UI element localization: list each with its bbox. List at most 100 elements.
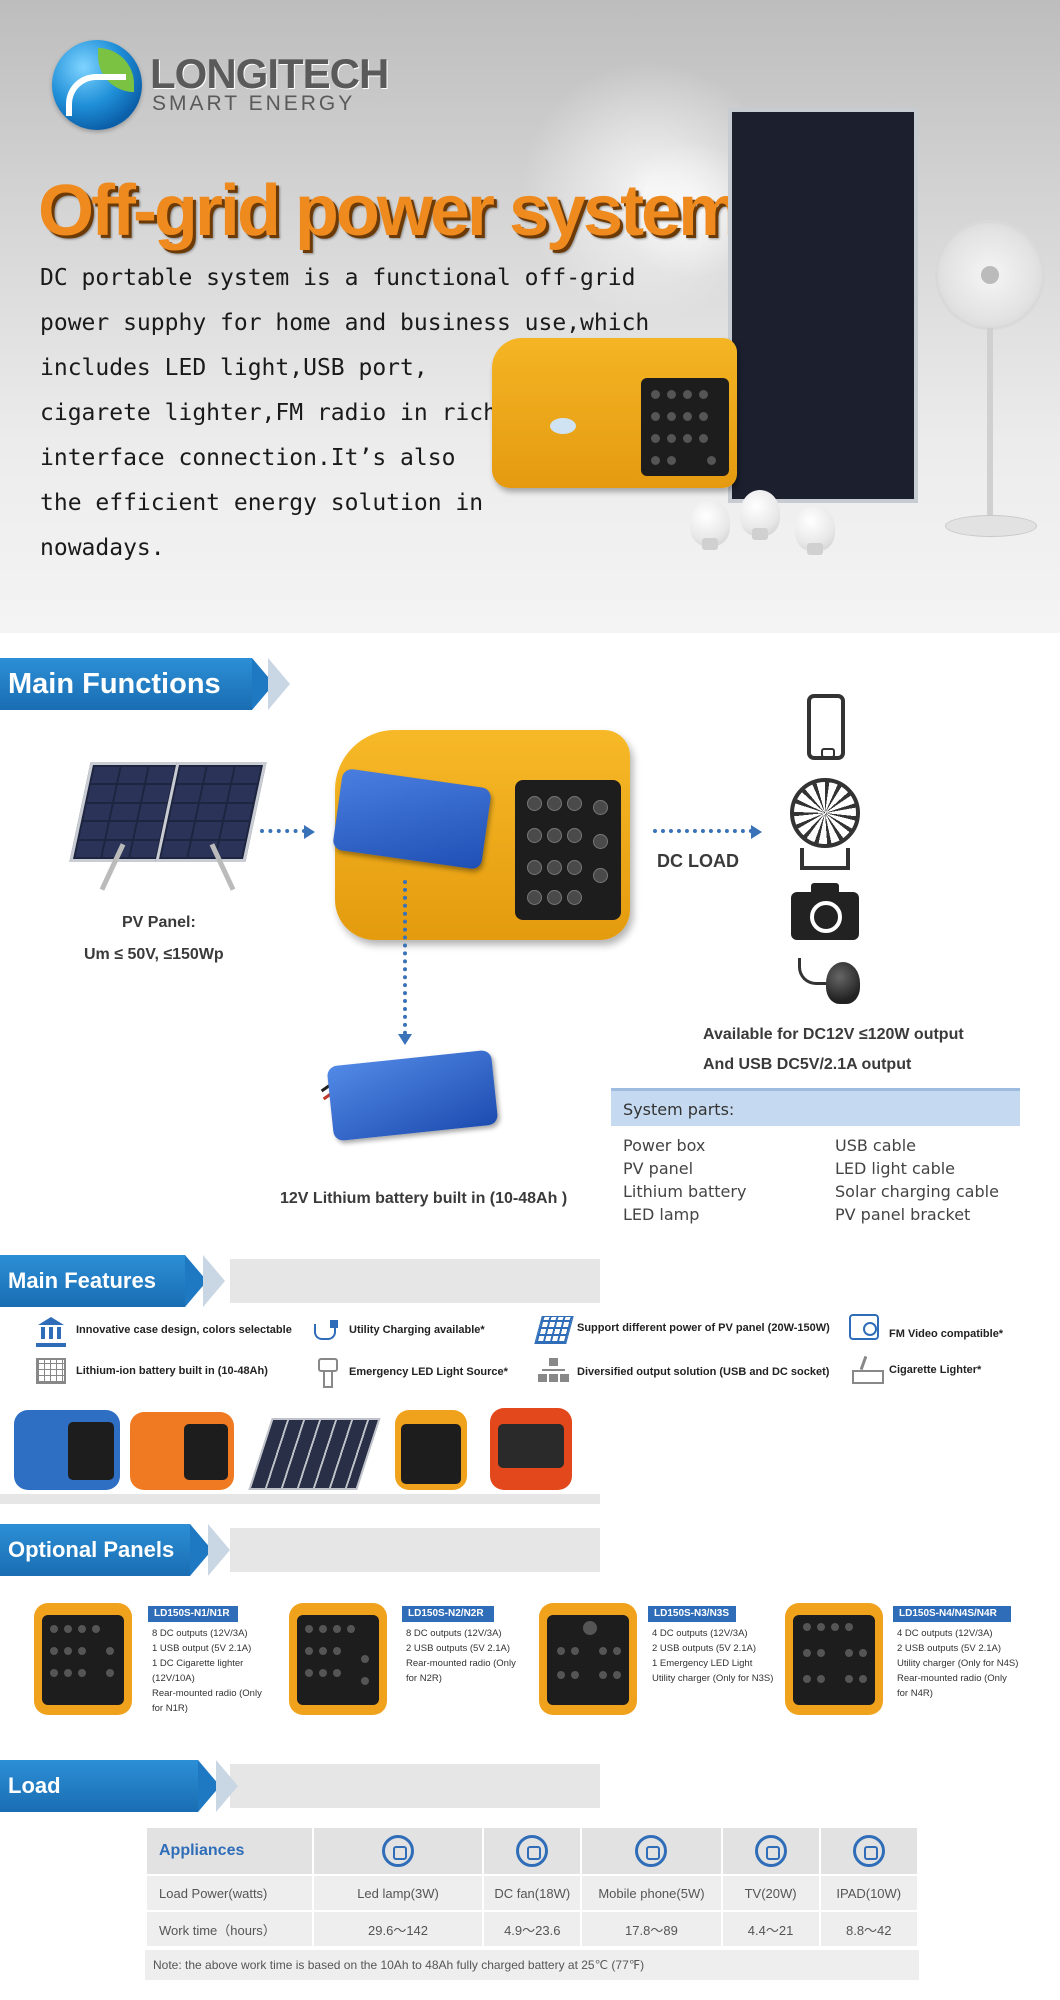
model-spec: 1 Emergency LED Light <box>652 1658 753 1669</box>
table-cell: Mobile phone(5W) <box>580 1874 723 1912</box>
solar-panel-icon <box>534 1316 574 1344</box>
table-icon-cell <box>818 1826 920 1876</box>
lithium-battery-image <box>326 1049 499 1142</box>
product-red-image <box>490 1408 572 1490</box>
system-part-item: USB cable <box>835 1136 916 1155</box>
table-cell: TV(20W) <box>720 1874 821 1912</box>
arrowhead-icon <box>751 825 762 839</box>
model-name-tag: LD150S-N4/N4S/N4R <box>893 1606 1011 1622</box>
description-line: includes LED light,USB port, <box>40 355 428 381</box>
model-spec-list: 4 DC outputs (12V/3A) 2 USB outputs (5V … <box>897 1626 1022 1701</box>
fan-base-icon <box>800 848 850 870</box>
model-spec: 4 DC outputs (12V/3A) <box>897 1628 993 1639</box>
solar-panel-image <box>248 1418 381 1490</box>
table-header-row: Appliances <box>145 1826 920 1876</box>
model-spec: for N2R) <box>406 1673 442 1684</box>
standing-fan-image <box>935 220 1045 550</box>
model-spec: 2 USB outputs (5V 2.1A) <box>652 1643 757 1654</box>
model-spec: (12V/10A) <box>152 1673 195 1684</box>
appliances-header: Appliances <box>145 1826 314 1876</box>
load-consumption-banner: Load Consumption <box>0 1760 600 1850</box>
flow-arrow <box>653 829 753 833</box>
feature-item: Cigarette Lighter* <box>889 1364 982 1376</box>
feature-item: Innovative case design, colors selectabl… <box>76 1324 292 1336</box>
panel-model-image <box>34 1603 132 1715</box>
feature-item: Support different power of PV panel (20W… <box>577 1322 830 1334</box>
ipad-icon <box>852 1835 885 1867</box>
hero-description: DC portable system is a functional off-g… <box>40 256 680 571</box>
fan-icon <box>790 778 860 848</box>
description-line: power supphy for home and business use,w… <box>40 310 650 336</box>
model-spec: Rear-mounted radio (Only <box>406 1658 516 1669</box>
mobile-phone-icon <box>635 1835 668 1867</box>
arrowhead-icon <box>304 825 315 839</box>
battery-label: 12V Lithium battery built in (10-48Ah ) <box>280 1190 568 1207</box>
system-part-item: Solar charging cable <box>835 1182 999 1201</box>
feature-item: Utility Charging available* <box>349 1324 485 1336</box>
section-heading: Load Consumption <box>0 1760 198 1850</box>
led-bulb-image <box>795 505 835 555</box>
description-line: DC portable system is a functional off-g… <box>40 265 636 291</box>
system-part-item: PV panel bracket <box>835 1205 971 1224</box>
table-row: Load Power(watts) Led lamp(3W) DC fan(18… <box>145 1874 920 1912</box>
table-row: Work time（hours） 29.6～142 4.9～23.6 17.8～… <box>145 1910 920 1948</box>
panel-model-image <box>785 1603 883 1715</box>
network-icon <box>538 1358 569 1384</box>
product-blue-image <box>14 1410 120 1490</box>
lamp-icon <box>382 1835 415 1867</box>
product-orange-image <box>130 1412 234 1490</box>
section-heading: Main Functions <box>0 658 252 710</box>
model-spec: 8 DC outputs (12V/3A) <box>406 1628 502 1639</box>
system-part-item: Lithium battery <box>623 1182 747 1201</box>
section-heading: Optional Panels <box>0 1524 190 1576</box>
table-cell: 8.8～42 <box>818 1910 920 1948</box>
model-spec: 1 USB output (5V 2.1A) <box>152 1643 252 1654</box>
model-spec-list: 4 DC outputs (12V/3A) 2 USB outputs (5V … <box>652 1626 777 1686</box>
pv-panel-image <box>69 762 267 892</box>
brand-name: LONGITECH <box>150 50 389 97</box>
brand-logo-icon <box>52 40 142 130</box>
model-spec: 8 DC outputs (12V/3A) <box>152 1628 248 1639</box>
model-spec: for N4R) <box>897 1688 933 1699</box>
model-spec: Rear-mounted radio (Only <box>152 1688 262 1699</box>
row-label: Work time（hours） <box>145 1910 314 1948</box>
table-icon-cell <box>482 1826 583 1876</box>
table-cell: DC fan(18W) <box>482 1874 583 1912</box>
panel-model-image <box>539 1603 637 1715</box>
system-part-item: LED lamp <box>623 1205 700 1224</box>
table-icon-cell <box>720 1826 821 1876</box>
panel-model-image <box>289 1603 387 1715</box>
system-part-item: Power box <box>623 1136 706 1155</box>
feature-item: Lithium-ion battery built in (10-48Ah) <box>76 1365 268 1377</box>
tv-icon <box>754 1835 787 1867</box>
cigarette-lighter-icon <box>852 1355 884 1384</box>
model-spec-list: 8 DC outputs (12V/3A) 1 USB output (5V 2… <box>152 1626 267 1716</box>
main-features-banner: Main Features <box>0 1255 600 1307</box>
section-divider <box>0 1494 600 1504</box>
description-line: the efficient energy solution in <box>40 490 484 516</box>
model-name-tag: LD150S-N1/N1R <box>148 1606 238 1622</box>
model-spec: Rear-mounted radio (Only <box>897 1673 1007 1684</box>
model-spec: for N1R) <box>152 1703 188 1714</box>
model-spec: Utility charger (Only for N4S) <box>897 1658 1019 1669</box>
table-cell: 4.9～23.6 <box>482 1910 583 1948</box>
led-bulb-image <box>690 500 730 550</box>
model-spec: 1 DC Cigarette lighter <box>152 1658 244 1669</box>
building-icon <box>36 1317 66 1347</box>
output-spec-line: And USB DC5V/2.1A output <box>703 1056 912 1073</box>
power-box-image <box>332 730 630 940</box>
description-line: interface connection.It’s also <box>40 445 456 471</box>
product-yellow-image <box>395 1410 467 1490</box>
system-part-item: LED light cable <box>835 1159 956 1178</box>
led-bulb-image <box>740 490 780 540</box>
table-cell: 17.8～89 <box>580 1910 723 1948</box>
camera-icon <box>791 883 859 940</box>
model-name-tag: LD150S-N2/N2R <box>402 1606 494 1622</box>
battery-grid-icon <box>36 1358 66 1384</box>
power-box-image <box>492 338 737 488</box>
pv-panel-label: PV Panel: <box>122 914 196 931</box>
table-cell: 4.4～21 <box>720 1910 821 1948</box>
table-cell: IPAD(10W) <box>818 1874 920 1912</box>
flashlight-icon <box>312 1358 342 1388</box>
hero-banner: LONGITECH SMART ENERGY Off-grid power sy… <box>0 0 1060 633</box>
